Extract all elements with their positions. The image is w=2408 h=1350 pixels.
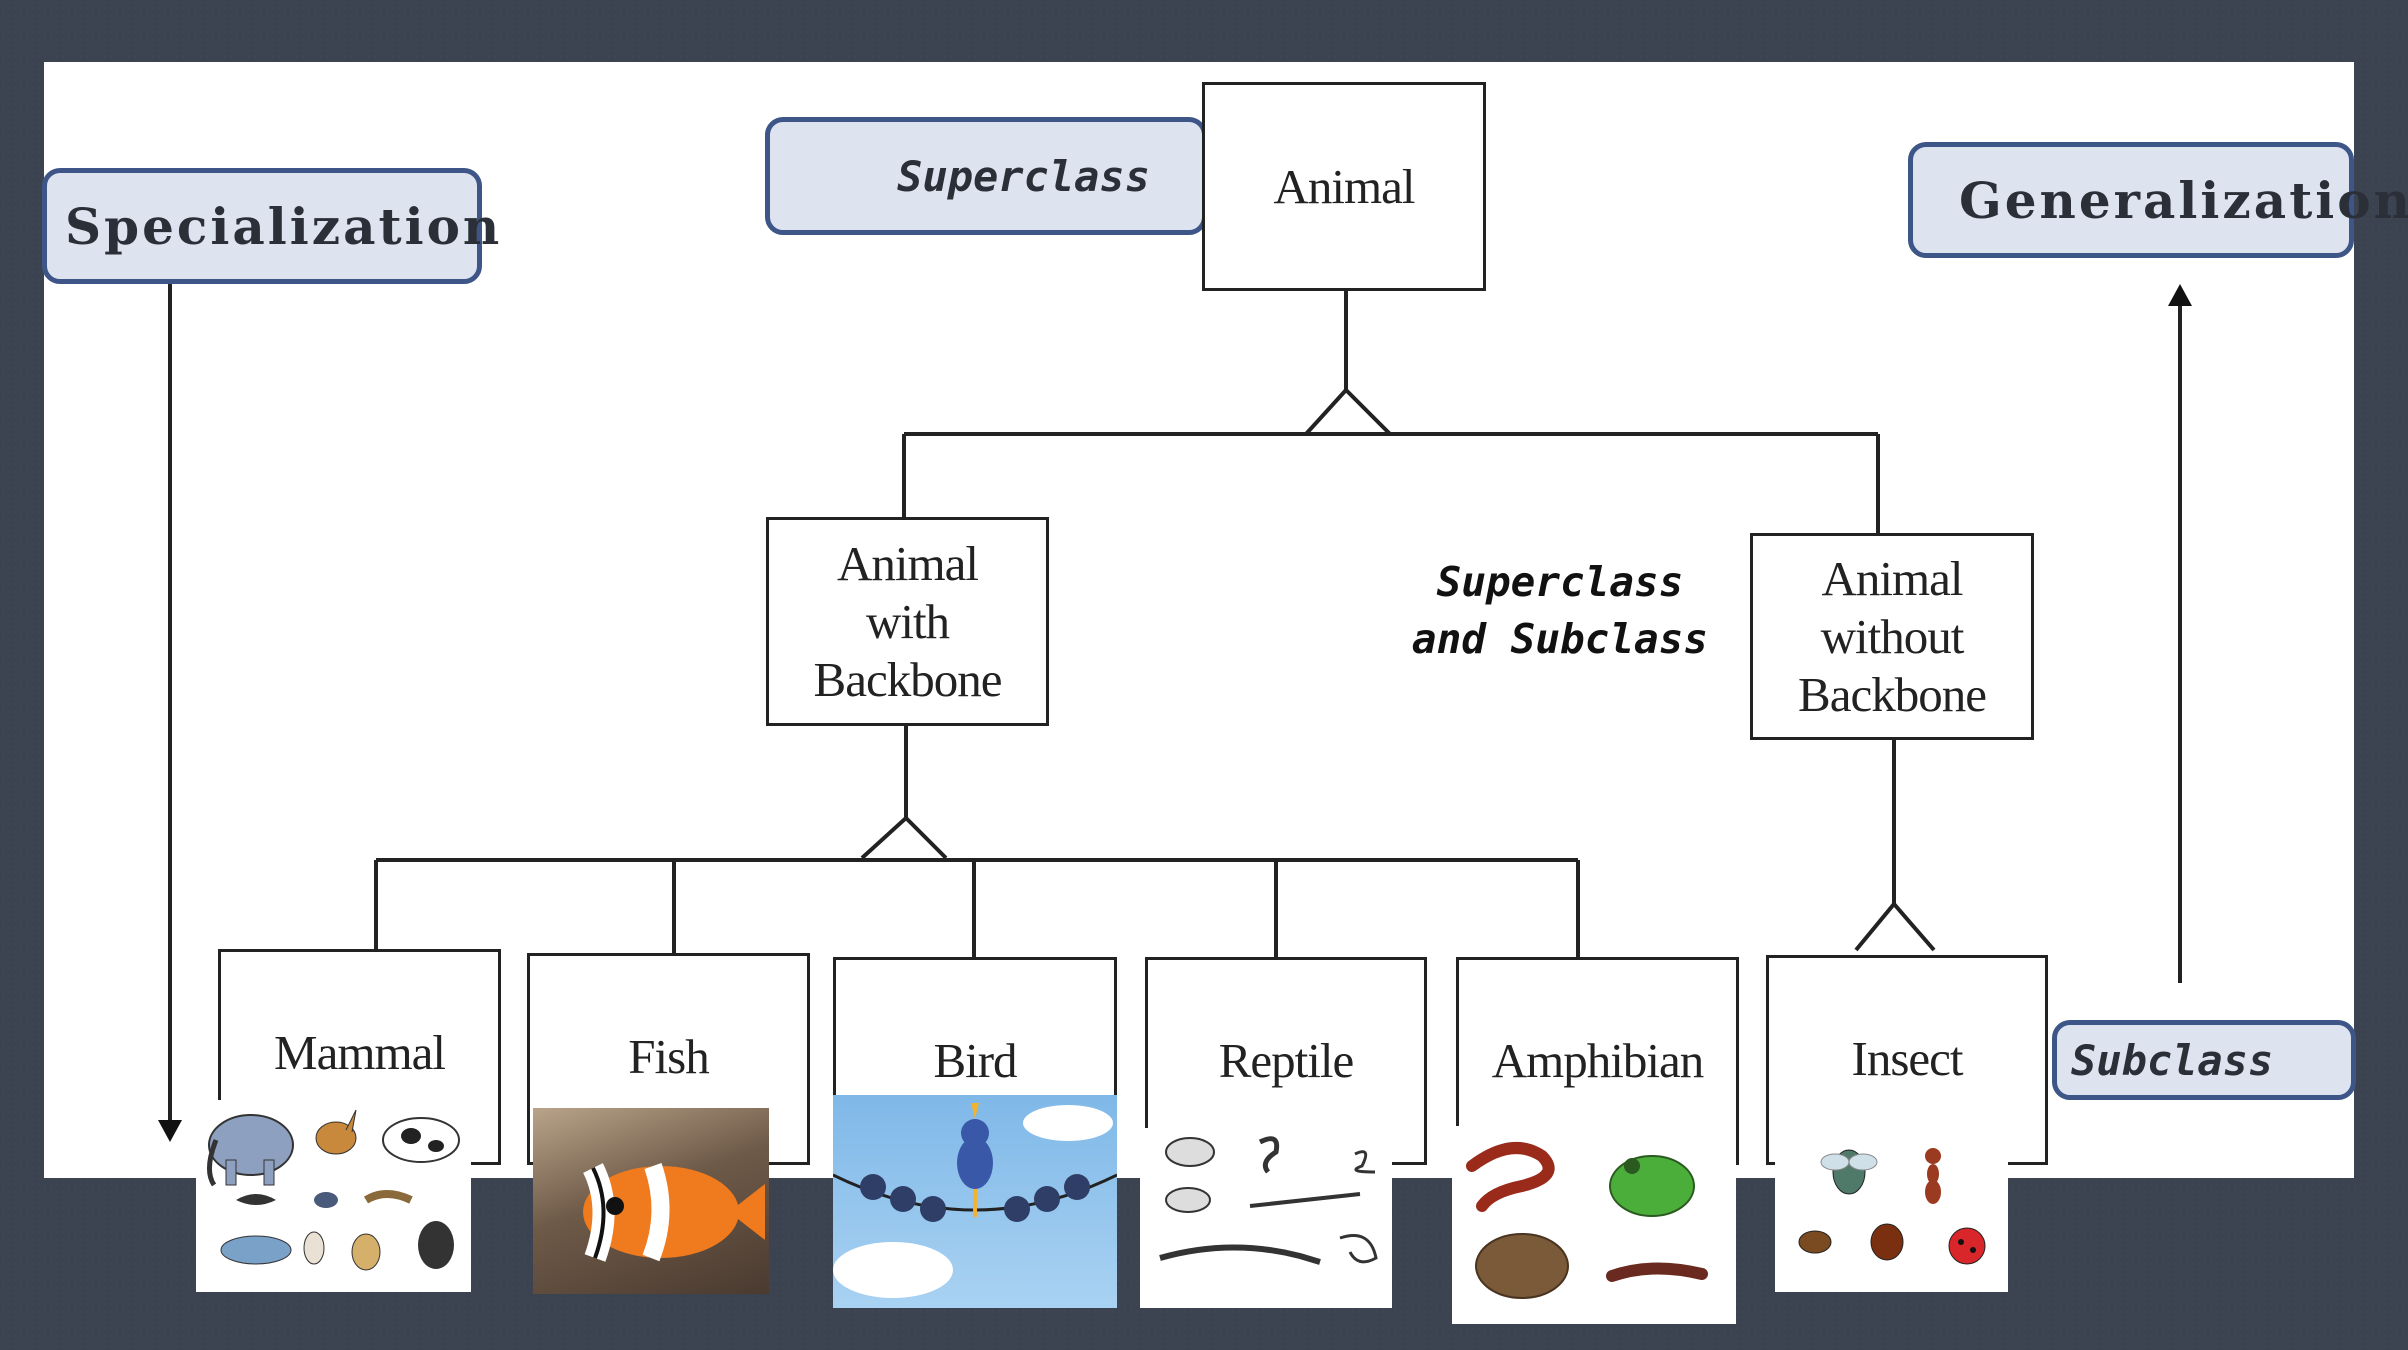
animal-without-backbone-node: Animal without Backbone — [1750, 533, 2034, 740]
amphibian-image — [1452, 1126, 1736, 1324]
fish-image — [533, 1108, 769, 1294]
arrow-head-up — [2168, 284, 2192, 306]
mammal-image — [196, 1100, 471, 1292]
inheritance-triangle — [1304, 387, 1392, 436]
arrow-head-down — [158, 1120, 182, 1142]
inheritance-triangle — [860, 815, 948, 860]
subclass-callout: Subclass — [2052, 1020, 2356, 1100]
subclass-label: Subclass — [2071, 1035, 2274, 1085]
superclass-and-subclass-label: Superclass and Subclass — [1411, 558, 1709, 663]
superclass-label: Superclass — [897, 151, 1150, 201]
generalization-callout: Generalization — [1908, 142, 2408, 258]
specialization-callout: Specialization — [42, 168, 499, 284]
superclass-callout: Superclass — [765, 117, 1207, 235]
inheritance-triangle — [1854, 900, 1936, 952]
bird-image — [833, 1095, 1117, 1308]
insect-image — [1775, 1132, 2008, 1292]
animal-with-backbone-node: Animal with Backbone — [766, 517, 1049, 726]
animal-node: Animal — [1202, 82, 1486, 291]
generalization-label: Generalization — [1959, 170, 2408, 230]
specialization-label: Specialization — [65, 196, 503, 256]
reptile-image — [1140, 1128, 1392, 1308]
insect-node: Insect — [1766, 955, 2048, 1165]
